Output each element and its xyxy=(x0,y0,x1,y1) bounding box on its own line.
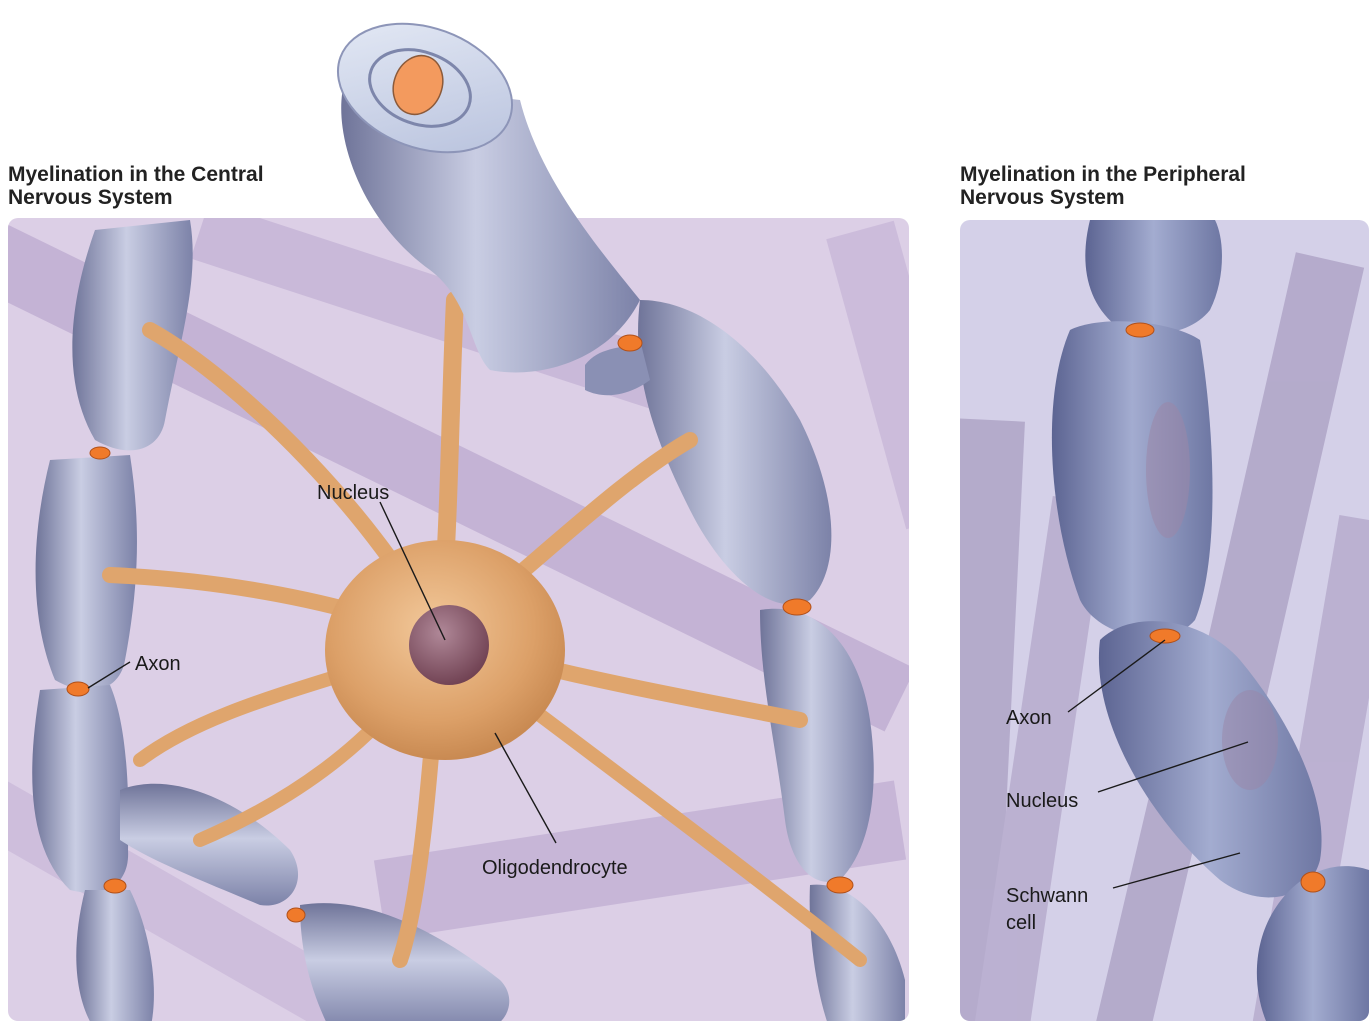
cns-axon-label: Axon xyxy=(135,653,181,675)
oligodendrocyte-nucleus xyxy=(409,605,489,685)
schwann-cell-label-line2: cell xyxy=(1006,912,1036,934)
cns-nucleus-label: Nucleus xyxy=(317,482,389,504)
oligodendrocyte-label: Oligodendrocyte xyxy=(482,857,628,879)
schwann-cell-label-line1: Schwann xyxy=(1006,885,1088,907)
cns-panel: Nucleus Axon Oligodendrocyte xyxy=(0,1,940,1021)
pns-nucleus-label: Nucleus xyxy=(1006,790,1078,812)
pns-panel: Axon Nucleus Schwann cell xyxy=(960,220,1369,1021)
pns-axon-label: Axon xyxy=(1006,707,1052,729)
